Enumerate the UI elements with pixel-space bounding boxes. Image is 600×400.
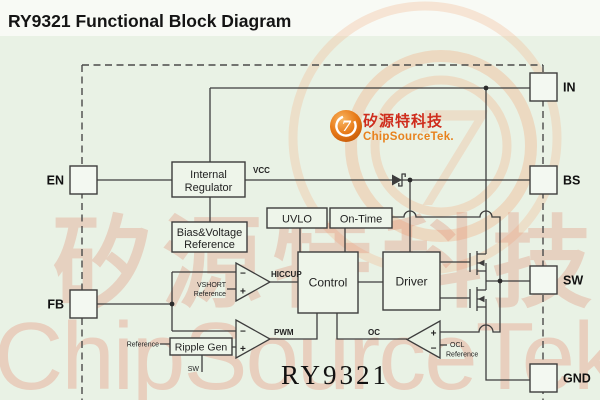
oc-label: OC [368,328,380,337]
pins: EN FB IN BS SW GND [47,72,591,393]
low-side-mosfet-icon [469,287,486,311]
signal-labels: VCC HICCUP PWM OC VSHORT Reference Refer… [127,166,479,373]
part-number-caption: RY9321 [281,360,389,390]
vcc-label: VCC [253,166,270,175]
pwm-minus-sign: − [240,327,246,338]
hiccup-label: HICCUP [271,270,302,279]
pwm-comparator-icon [235,318,272,360]
pin-fb [69,289,98,319]
pin-sw-label: SW [563,274,583,288]
hiccup-plus-sign: + [240,287,246,298]
vshort-reference-label-1: VSHORT [197,282,227,289]
pin-fb-label: FB [47,298,64,312]
bias-voltage-reference-block [171,221,248,253]
oc-minus-sign: − [431,344,437,355]
pin-bs-label: BS [563,174,580,188]
wire-oc-sense [440,281,501,333]
internal-regulator-label-1: Internal [190,169,227,181]
wire-pwm-out [270,313,318,340]
uvlo-block [266,207,328,229]
logo-company-chinese: 矽源特科技 [363,112,443,130]
hiccup-comparator-icon [235,261,272,303]
page-title: RY9321 Functional Block Diagram [8,11,291,31]
pin-gnd-label: GND [563,372,591,386]
control-block [297,251,359,314]
pin-bs [529,165,558,195]
chip-boundary [81,64,544,400]
junction-in [483,85,489,91]
bias-voltage-reference-label-2: Reference [184,239,235,251]
on-time-label: On-Time [340,214,382,226]
wire-oc-out [336,313,407,340]
watermark-logo-glyph: 7 [405,84,488,236]
ocl-reference-label-1: OCL [450,342,465,349]
pin-sw [529,265,558,295]
driver-block [382,251,441,311]
sw-sense-label: SW [188,366,200,373]
comparator-signs: − + − + + − [240,269,437,356]
junction-dots [169,85,503,307]
ocl-reference-label-2: Reference [446,352,478,359]
company-logo: 7 矽源特科技 ChipSourceTek. [330,110,454,143]
function-blocks: Internal Regulator Bias&Voltage Referenc… [169,161,441,356]
pin-en [69,165,98,195]
pin-in [529,72,558,102]
high-side-mosfet-icon [469,251,486,275]
junction-sw [497,278,503,284]
wire-ls-source-gnd [485,299,530,381]
power-mosfets [469,251,486,311]
comparators [235,261,441,360]
wire-fb-to-comparators [97,271,236,332]
ripple-gen-label: Ripple Gen [175,342,228,354]
vshort-reference-label-2: Reference [194,291,226,298]
logo-glyph: 7 [342,119,352,135]
driver-label: Driver [396,275,428,289]
logo-ring-icon [335,115,357,137]
pin-in-label: IN [563,81,576,95]
internal-regulator-block [171,161,246,198]
wire-gate-drives [440,261,470,299]
hiccup-minus-sign: − [240,269,246,280]
watermark-ring-inner [370,75,512,217]
reference-label: Reference [127,342,159,349]
ripple-gen-block [169,337,233,356]
oc-plus-sign: + [431,329,437,340]
pwm-plus-sign: + [240,344,246,355]
logo-company-english: ChipSourceTek. [363,131,454,143]
pwm-label: PWM [274,328,294,337]
pin-en-label: EN [47,174,64,188]
bias-voltage-reference-label-1: Bias&Voltage [177,227,242,239]
junction-bs [407,177,413,183]
junction-fb [169,301,175,307]
logo-badge-icon [330,110,362,142]
pin-gnd [529,363,558,393]
wire-in-to-regulator [209,87,530,162]
bootstrap-diode-icon [392,173,406,187]
wire-uvlo-ontime-to-control [299,228,346,252]
uvlo-label: UVLO [282,214,312,226]
oc-comparator-icon [405,319,441,360]
watermark-ring-middle [345,50,537,242]
on-time-block [329,207,393,229]
wire-ontime-to-sw [392,210,501,281]
wires [97,87,530,381]
control-label: Control [309,276,348,290]
internal-regulator-label-2: Regulator [185,182,233,194]
title-strip [0,0,600,36]
